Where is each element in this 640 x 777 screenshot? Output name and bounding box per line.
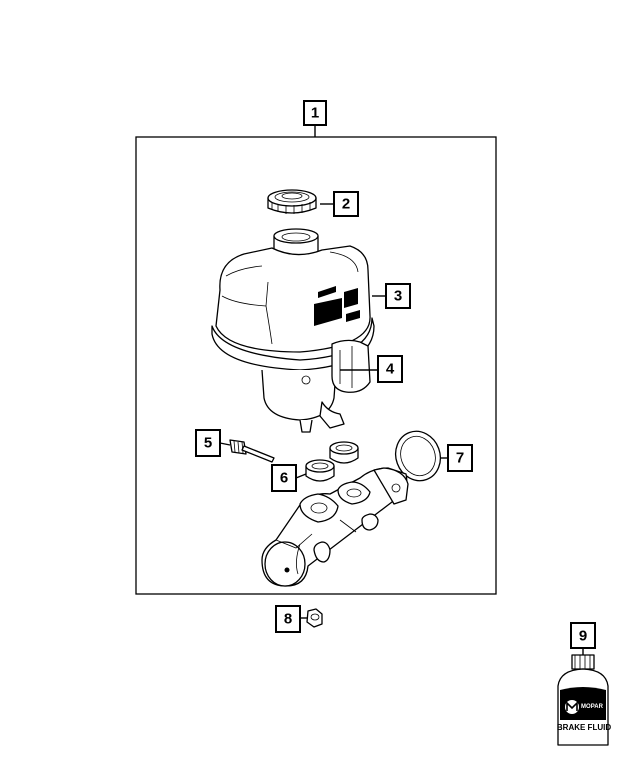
mopar-logo <box>565 700 579 714</box>
callout-2[interactable]: 2 <box>320 191 359 217</box>
master-cylinder[interactable] <box>261 467 409 587</box>
brake-fluid-bottle[interactable]: MOPAR BRAKE FLUID <box>557 654 611 746</box>
reservoir-label-graphic <box>314 286 360 326</box>
callout-2-label: 2 <box>342 196 350 213</box>
callout-9-label: 9 <box>579 628 587 645</box>
callout-8-label: 8 <box>284 611 292 628</box>
callout-3[interactable]: 3 <box>372 283 411 309</box>
callout-5[interactable]: 5 <box>195 429 231 457</box>
seal-ring[interactable] <box>389 425 447 487</box>
callout-1-label: 1 <box>311 105 319 122</box>
callout-4-label: 4 <box>386 361 395 378</box>
callout-6-label: 6 <box>280 470 288 487</box>
grommet-left[interactable] <box>305 459 335 482</box>
grommet-right[interactable] <box>329 441 359 464</box>
callout-6[interactable]: 6 <box>271 464 307 492</box>
fluid-reservoir[interactable] <box>211 228 375 433</box>
callout-8[interactable]: 8 <box>275 605 307 633</box>
callout-4[interactable]: 4 <box>340 355 403 383</box>
bottle-product: BRAKE FLUID <box>557 723 611 732</box>
grommets[interactable] <box>305 441 359 482</box>
callout-3-label: 3 <box>394 288 402 305</box>
reservoir-cap[interactable] <box>267 189 317 214</box>
callout-9[interactable]: 9 <box>570 622 596 655</box>
assembly-frame <box>135 136 497 595</box>
callout-5-label: 5 <box>204 435 212 452</box>
mounting-nut[interactable] <box>306 608 323 628</box>
callout-7[interactable]: 7 <box>440 444 473 472</box>
level-sensor[interactable] <box>229 439 275 463</box>
bottle-brand: MOPAR <box>581 704 604 710</box>
callout-1[interactable]: 1 <box>303 100 327 137</box>
callout-7-label: 7 <box>456 450 464 467</box>
